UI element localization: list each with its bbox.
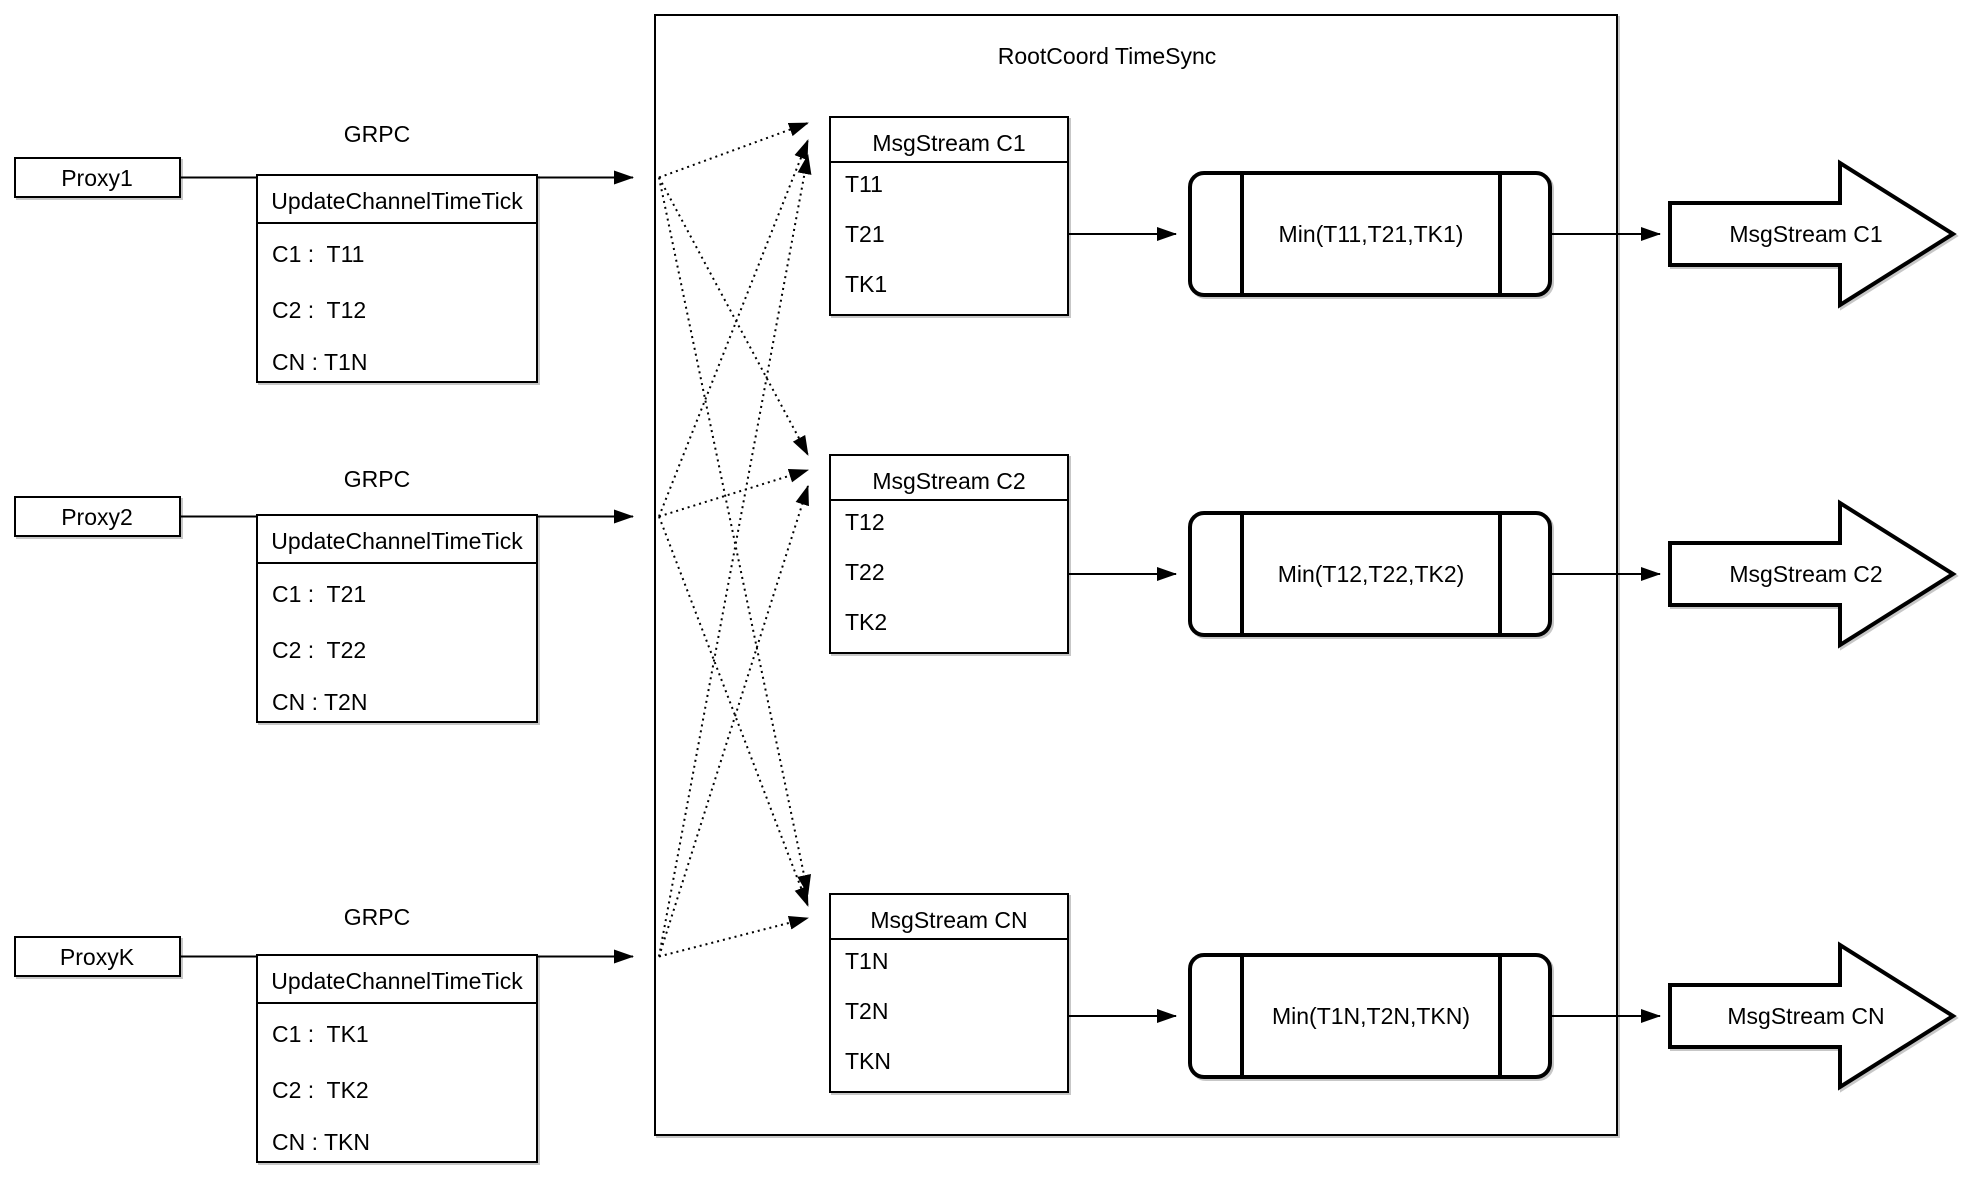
- dotted-link-pk-c1: [658, 154, 812, 957]
- table-row: CN : T1N: [272, 349, 367, 375]
- dotted-link-p2-c1: [658, 139, 809, 517]
- update-table-2: UpdateChannelTimeTick C1 : T21 C2 : T22 …: [256, 514, 538, 723]
- min-label-cn: Min(T1N,T2N,TKN): [1272, 1003, 1470, 1029]
- output-arrow-c2-shape: [1668, 499, 1957, 649]
- proxy2-label: Proxy2: [61, 504, 133, 530]
- msgstream-box-c1: MsgStream C1 T11 T21 TK1: [829, 116, 1069, 316]
- msgstream-box-c1-frame: [829, 116, 1069, 316]
- stream-row: T2N: [845, 998, 888, 1024]
- msgstream-box-c2-header: MsgStream C2: [872, 468, 1025, 494]
- update-table-1: UpdateChannelTimeTick C1 : T11 C2 : T12 …: [256, 174, 538, 383]
- proxyk-box: [14, 936, 181, 977]
- table-row: CN : T2N: [272, 689, 367, 715]
- stream-row: T11: [845, 171, 883, 197]
- stream-row: TKN: [845, 1048, 891, 1074]
- timetick-fanout-links: [658, 122, 812, 958]
- stream-row: TK1: [845, 271, 887, 297]
- output-arrow-cn: MsgStream CN: [1668, 941, 1957, 1091]
- update-table-3-frame: [256, 954, 538, 1163]
- dotted-link-p1-c1: [658, 122, 809, 179]
- output-arrow-c2: MsgStream C2: [1668, 499, 1957, 649]
- output-arrow-cn-shape: [1668, 941, 1957, 1091]
- grpc-label-3: GRPC: [344, 904, 410, 930]
- msgstream-box-c2: MsgStream C2 T12 T22 TK2: [829, 454, 1069, 654]
- table-row: C2 : TK2: [272, 1077, 369, 1103]
- stream-row: T21: [845, 221, 885, 247]
- dotted-link-p2-c2: [658, 468, 809, 518]
- stream-row: T12: [845, 509, 885, 535]
- stream-lane-c1: MsgStream C1 T11 T21 TK1 Min(T11,T21,TK1…: [829, 116, 1957, 316]
- table-row: C1 : T11: [272, 241, 364, 267]
- grpc-label-1: GRPC: [344, 121, 410, 147]
- dotted-link-pk-cn: [658, 915, 809, 958]
- stream-lane-cn: MsgStream CN T1N T2N TKN Min(T1N,T2N,TKN…: [829, 893, 1957, 1093]
- msgstream-box-c2-frame: [829, 454, 1069, 654]
- update-table-1-frame: [256, 174, 538, 383]
- min-label-c1: Min(T11,T21,TK1): [1279, 221, 1464, 247]
- table-row: C2 : T22: [272, 637, 366, 663]
- output-arrow-c1-label: MsgStream C1: [1729, 221, 1882, 247]
- grpc-label-2: GRPC: [344, 466, 410, 492]
- rootcoord-title: RootCoord TimeSync: [998, 43, 1217, 69]
- table-row: C2 : T12: [272, 297, 366, 323]
- table-row: C1 : TK1: [272, 1021, 369, 1047]
- output-arrow-cn-label: MsgStream CN: [1727, 1003, 1884, 1029]
- proxyk-label: ProxyK: [60, 944, 135, 970]
- output-arrow-c1-shape: [1668, 159, 1957, 309]
- min-box-c2: Min(T12,T22,TK2): [1188, 511, 1552, 637]
- dotted-link-p1-cn: [658, 177, 811, 895]
- stream-row: T22: [845, 559, 885, 585]
- stream-row: T1N: [845, 948, 888, 974]
- min-box-cn: Min(T1N,T2N,TKN): [1188, 953, 1552, 1079]
- proxy2-group: GRPC Proxy2 UpdateChannelTimeTick C1 : T…: [14, 466, 634, 723]
- dotted-link-p1-c2: [658, 177, 809, 456]
- output-arrow-c2-label: MsgStream C2: [1729, 561, 1882, 587]
- msgstream-box-cn-header: MsgStream CN: [870, 907, 1027, 933]
- table-row: CN : TKN: [272, 1129, 370, 1155]
- update-table-3: UpdateChannelTimeTick C1 : TK1 C2 : TK2 …: [256, 954, 538, 1163]
- min-label-c2: Min(T12,T22,TK2): [1278, 561, 1465, 587]
- update-table-2-header: UpdateChannelTimeTick: [271, 528, 523, 554]
- msgstream-box-cn: MsgStream CN T1N T2N TKN: [829, 893, 1069, 1093]
- msgstream-box-c1-header: MsgStream C1: [872, 130, 1025, 156]
- dotted-link-pk-c2: [658, 485, 809, 957]
- msgstream-box-cn-frame: [829, 893, 1069, 1093]
- proxy1-group: GRPC Proxy1 UpdateChannelTimeTick C1 : T…: [14, 121, 634, 383]
- proxy1-box: [14, 157, 181, 198]
- output-arrow-c1: MsgStream C1: [1668, 159, 1957, 309]
- proxyk-group: GRPC ProxyK UpdateChannelTimeTick C1 : T…: [14, 904, 634, 1163]
- stream-row: TK2: [845, 609, 887, 635]
- proxy1-label: Proxy1: [61, 165, 133, 191]
- min-box-c1: Min(T11,T21,TK1): [1188, 171, 1552, 297]
- update-table-1-header: UpdateChannelTimeTick: [271, 188, 523, 214]
- update-table-3-header: UpdateChannelTimeTick: [271, 968, 523, 994]
- update-table-2-frame: [256, 514, 538, 723]
- table-row: C1 : T21: [272, 581, 366, 607]
- stream-lane-c2: MsgStream C2 T12 T22 TK2 Min(T12,T22,TK2…: [829, 454, 1957, 654]
